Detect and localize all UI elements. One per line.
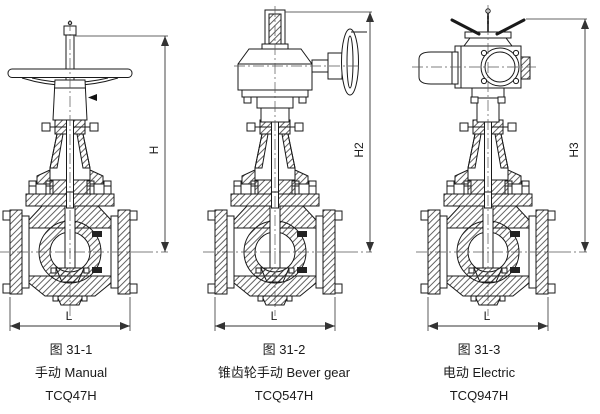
figure2-number: 图 31-2: [262, 342, 306, 357]
dimension-l-3: L: [427, 297, 549, 331]
figure1-caption: 图 31-1 手动 Manual TCQ47H: [0, 338, 142, 407]
manual-valve-figure: H L: [0, 20, 169, 331]
dimension-h: H: [75, 35, 169, 252]
electric-valve-figure: H3 L: [412, 5, 589, 331]
dimension-l-2: L: [214, 297, 336, 331]
dimension-label-l-1: L: [66, 309, 73, 323]
motor: [418, 51, 459, 85]
dimension-label-h2: H2: [352, 142, 366, 158]
figure1-model: TCQ47H: [45, 388, 97, 403]
figure1-operation: 手动 Manual: [34, 365, 108, 380]
dimension-h3: H3: [526, 18, 589, 252]
figure2-caption: 图 31-2 锥齿轮手动 Bever gear TCQ547H: [194, 338, 374, 407]
dimension-h2: H2: [285, 11, 374, 252]
bevel-gear-valve-figure: H2 L: [202, 6, 374, 331]
dimension-label-h3: H3: [567, 142, 581, 158]
dimension-label-l-2: L: [271, 309, 278, 323]
figure3-number: 图 31-3: [457, 342, 501, 357]
figure3-operation: 电动 Electric: [442, 365, 516, 380]
flow-arrow-icon: [88, 94, 97, 101]
dimension-label-l-3: L: [484, 309, 491, 323]
figure2-operation: 锥齿轮手动 Bever gear: [217, 365, 351, 380]
dimension-label-h: H: [147, 146, 161, 155]
dimension-l-1: L: [9, 297, 131, 331]
figure3-model: TCQ947H: [449, 388, 509, 403]
figure2-model: TCQ547H: [254, 388, 314, 403]
figure3-caption: 图 31-3 电动 Electric TCQ947H: [389, 338, 569, 407]
electric-actuator: [418, 8, 531, 123]
figure1-number: 图 31-1: [49, 342, 93, 357]
